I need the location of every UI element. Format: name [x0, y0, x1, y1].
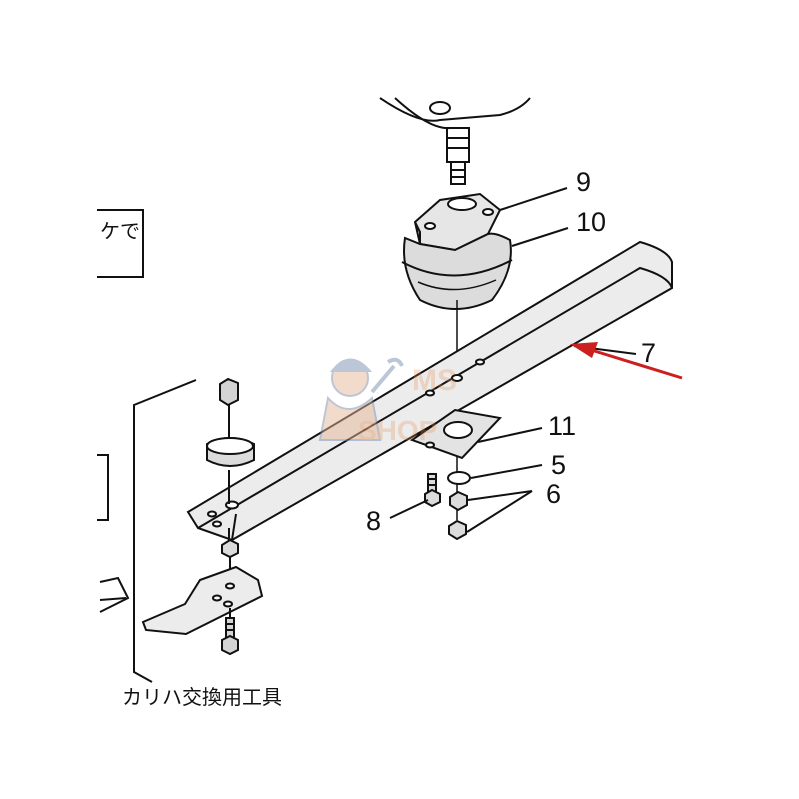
flange-part-9: [413, 192, 502, 252]
callout-8: 8: [366, 506, 381, 536]
wrench-icon: [370, 357, 404, 394]
callout-11: 11: [548, 411, 576, 441]
callout-6: 6: [546, 479, 561, 509]
watermark-logo: MS SHOP: [318, 357, 457, 446]
left-blade-assembly: [141, 377, 264, 656]
callout-10: 10: [576, 207, 606, 237]
callout-7: 7: [641, 338, 656, 368]
left-frame-lines: [97, 209, 197, 683]
bolt-part-8: [424, 473, 441, 508]
bottom-caption: カリハ交換用工具: [122, 685, 282, 709]
left-box-text: ケで: [100, 219, 140, 243]
washer-part-5: [447, 471, 471, 485]
cone-part-10: [401, 232, 513, 310]
gearbox-housing: [379, 97, 531, 185]
nuts-part-6: [448, 490, 468, 541]
red-arrow: [570, 342, 683, 380]
watermark-text-ms: MS: [412, 364, 457, 397]
callout-5: 5: [551, 450, 566, 480]
callout-9: 9: [576, 167, 591, 197]
plate-part-11: [409, 408, 503, 460]
watermark-text-shop: SHOP: [358, 415, 437, 446]
